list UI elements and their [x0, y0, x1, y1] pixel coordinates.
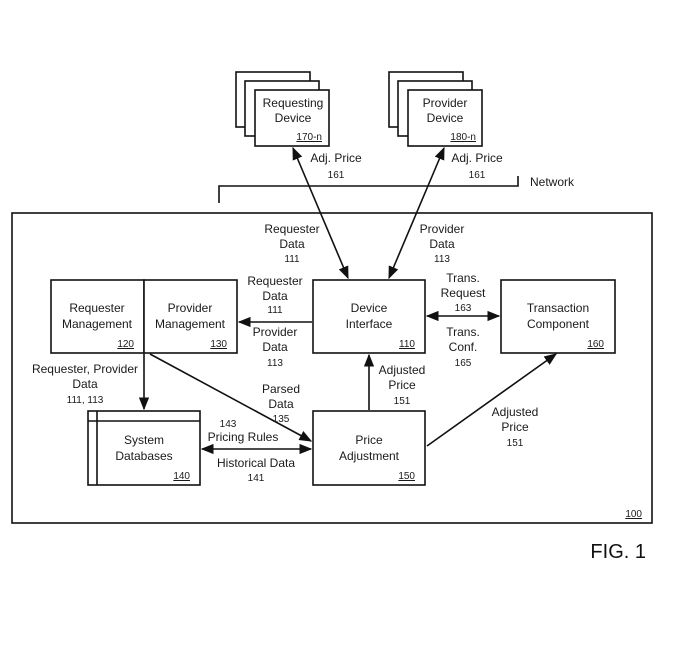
- provider-device-title-line2: Device: [427, 111, 464, 125]
- arrow-provider-device-to-interface: [388, 146, 445, 280]
- trans-conf-line2: Conf.: [449, 340, 478, 354]
- provider-data-mid-line1: Provider: [253, 325, 298, 339]
- price-adjustment-line1: Price: [355, 433, 383, 447]
- pricing-rules-num: 143: [220, 419, 237, 430]
- trans-request-line2: Request: [441, 286, 486, 300]
- requesting-device-title-line1: Requesting: [263, 96, 324, 110]
- system-databases-box: System Databases 140: [87, 410, 201, 486]
- system-databases-line2: Databases: [115, 449, 172, 463]
- arrow-requesting-device-to-interface: [292, 146, 349, 280]
- pricing-rules-label: Pricing Rules: [208, 430, 279, 444]
- requester-management-box: Requester Management 120: [50, 279, 145, 354]
- provider-management-ref: 130: [210, 339, 227, 350]
- provider-device-ref: 180-n: [450, 132, 476, 143]
- historical-data-num: 141: [248, 473, 265, 484]
- provider-data-mid-line2: Data: [262, 340, 288, 354]
- historical-data-label: Historical Data: [217, 456, 295, 470]
- req-prov-data-line2: Data: [72, 377, 98, 391]
- adjusted-price-right-line2: Price: [501, 420, 529, 434]
- provider-management-line1: Provider: [168, 301, 213, 315]
- requesting-device-title-line2: Device: [275, 111, 312, 125]
- price-adjustment-line2: Adjustment: [339, 449, 400, 463]
- requester-data-top-num: 111: [284, 254, 300, 265]
- provider-management-box: Provider Management 130: [143, 279, 238, 354]
- requester-data-top-line2: Data: [279, 237, 305, 251]
- network-label: Network: [530, 175, 575, 189]
- arrow-price-adjustment-to-transaction: [426, 353, 558, 447]
- requester-data-mid-line1: Requester: [247, 274, 302, 288]
- adj-price-left-label: Adj. Price: [310, 151, 362, 165]
- device-interface-line1: Device: [351, 301, 388, 315]
- provider-data-top-line2: Data: [429, 237, 455, 251]
- transaction-component-line1: Transaction: [527, 301, 589, 315]
- adjusted-price-right-line1: Adjusted: [492, 405, 539, 419]
- adj-price-left-num: 161: [328, 170, 345, 181]
- requester-management-ref: 120: [117, 339, 134, 350]
- parsed-data-line1: Parsed: [262, 382, 300, 396]
- req-prov-data-num: 111, 113: [67, 395, 104, 406]
- provider-data-top-num: 113: [434, 254, 450, 265]
- req-prov-data-line1: Requester, Provider: [32, 362, 138, 376]
- parsed-data-num: 135: [273, 414, 290, 425]
- provider-device-stack: Provider Device 180-n: [388, 71, 483, 147]
- adjusted-price-center-line1: Adjusted: [379, 363, 426, 377]
- adj-price-right-num: 161: [469, 170, 486, 181]
- trans-request-num: 163: [455, 303, 472, 314]
- trans-request-line1: Trans.: [446, 271, 480, 285]
- network-line: [218, 176, 519, 203]
- provider-data-top-line1: Provider: [420, 222, 465, 236]
- transaction-component-ref: 160: [587, 339, 604, 350]
- adjusted-price-center-num: 151: [394, 396, 411, 407]
- device-interface-box: Device Interface 110: [312, 279, 426, 354]
- system-databases-ref: 140: [173, 471, 190, 482]
- device-interface-ref: 110: [399, 339, 415, 350]
- figure-label: FIG. 1: [590, 541, 646, 563]
- adjusted-price-center-line2: Price: [388, 378, 416, 392]
- system-ref: 100: [625, 509, 642, 520]
- requester-management-line1: Requester: [69, 301, 124, 315]
- provider-device-title-line1: Provider: [423, 96, 468, 110]
- price-adjustment-box: Price Adjustment 150: [312, 410, 426, 486]
- requesting-device-ref: 170-n: [296, 132, 322, 143]
- provider-data-mid-num: 113: [267, 358, 283, 369]
- adjusted-price-right-num: 151: [507, 438, 524, 449]
- provider-management-line2: Management: [155, 317, 226, 331]
- system-databases-line1: System: [124, 433, 164, 447]
- transaction-component-box: Transaction Component 160: [500, 279, 616, 354]
- parsed-data-line2: Data: [268, 397, 294, 411]
- trans-conf-num: 165: [455, 358, 472, 369]
- requester-data-top-line1: Requester: [264, 222, 319, 236]
- requesting-device-stack: Requesting Device 170-n: [235, 71, 330, 147]
- device-interface-line2: Interface: [346, 317, 393, 331]
- requester-data-mid-line2: Data: [262, 289, 288, 303]
- requester-data-mid-num: 111: [267, 305, 283, 316]
- transaction-component-line2: Component: [527, 317, 590, 331]
- requester-management-line2: Management: [62, 317, 133, 331]
- adj-price-right-label: Adj. Price: [451, 151, 503, 165]
- price-adjustment-ref: 150: [398, 471, 415, 482]
- arrow-management-to-price-adjustment: [149, 353, 313, 442]
- trans-conf-line1: Trans.: [446, 325, 480, 339]
